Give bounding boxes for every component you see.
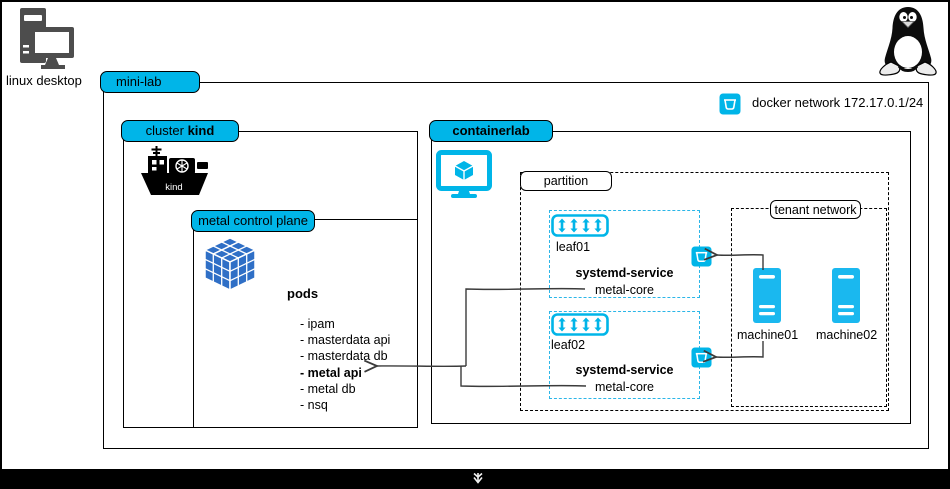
- leaf02-service-title: systemd-service: [575, 363, 674, 377]
- containerlab-box: [431, 131, 911, 424]
- cluster-kind-label: cluster kind: [121, 120, 239, 142]
- docker-network-icon: [719, 93, 741, 115]
- cluster-kind-label-prefix: cluster: [145, 123, 188, 138]
- docker-network-label: docker network 172.17.0.1/24: [752, 95, 924, 110]
- leaf01-docker-icon: [691, 246, 712, 267]
- mini-lab-box: [103, 82, 929, 449]
- machine02-label: machine02: [816, 328, 878, 342]
- leaf01-label: leaf01: [556, 240, 591, 254]
- machine01-label: machine01: [737, 328, 799, 342]
- leaf01-service-name: metal-core: [594, 283, 655, 297]
- pod-item: - ipam: [300, 317, 335, 331]
- leaf02-label: leaf02: [551, 338, 586, 352]
- linux-desktop-label: linux desktop: [6, 73, 82, 88]
- collapse-arrow-icon[interactable]: [471, 472, 485, 486]
- pod-item-metal-api: - metal api: [300, 365, 362, 380]
- metal-control-plane-label: metal control plane: [191, 210, 315, 232]
- pod-item: - masterdata db: [300, 349, 388, 364]
- machine01-server-icon: [753, 268, 781, 323]
- pod-item: - masterdata api: [300, 333, 391, 348]
- leaf02-docker-icon: [691, 347, 712, 368]
- pod-item: - metal db: [300, 381, 356, 396]
- containerlab-label: containerlab: [429, 120, 553, 142]
- containerlab-monitor-icon: [436, 150, 492, 200]
- linux-desktop-icon: [14, 5, 78, 69]
- pods-list: - ipam - masterdata api - masterdata db …: [300, 317, 390, 414]
- bottom-bar: [0, 469, 950, 489]
- pods-title: pods: [287, 286, 319, 301]
- pod-item: - nsq: [300, 397, 328, 412]
- tux-penguin-icon: [877, 4, 939, 78]
- kind-ship-logo: kind: [140, 146, 210, 198]
- leaf01-service-title: systemd-service: [575, 266, 674, 280]
- cluster-kind-label-bold: kind: [187, 123, 215, 138]
- leaf01-switch-icon: [551, 214, 609, 237]
- kubernetes-cube-icon: [204, 237, 256, 291]
- tenant-network-label: tenant network: [770, 200, 861, 219]
- leaf02-switch-icon: [551, 313, 609, 336]
- leaf02-service-name: metal-core: [594, 380, 655, 394]
- partition-label: partition: [520, 171, 612, 191]
- kind-hull-text: kind: [165, 182, 182, 193]
- machine02-server-icon: [832, 268, 860, 323]
- mini-lab-label: mini-lab: [100, 71, 200, 93]
